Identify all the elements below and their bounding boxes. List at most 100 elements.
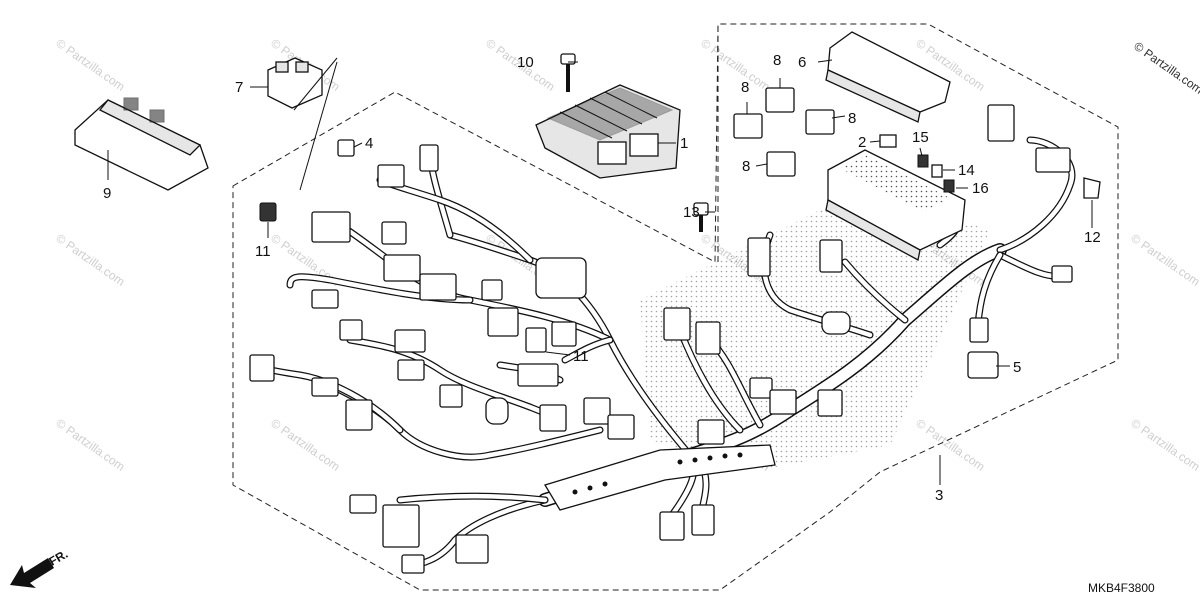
connector	[339, 319, 363, 341]
harness-connectors	[249, 104, 1073, 574]
callout-14: 14	[958, 162, 975, 179]
callout-13: 13	[683, 204, 700, 221]
connector	[663, 307, 691, 341]
watermark: © Partzilla.com	[53, 231, 127, 289]
watermark: © Partzilla.com	[698, 36, 772, 94]
fuse-box-cover	[825, 31, 951, 123]
callout-5: 5	[1013, 359, 1021, 376]
relay	[733, 87, 835, 177]
regulator-connector	[597, 141, 627, 165]
callout-6: 6	[798, 54, 806, 71]
callout-15: 15	[912, 129, 929, 146]
callout-11-left: 11	[255, 243, 271, 260]
connector	[749, 377, 773, 399]
callout-8-bottom: 8	[742, 158, 750, 175]
callout-9: 9	[103, 185, 111, 202]
connector	[311, 289, 339, 309]
clip	[259, 202, 277, 222]
connector	[659, 511, 685, 541]
watermark: © Partzilla.com	[53, 36, 127, 94]
bolt	[560, 53, 576, 92]
fuse-box	[825, 149, 966, 261]
connector	[821, 311, 851, 335]
connector	[583, 397, 611, 425]
regulator-connector	[629, 133, 659, 157]
front-direction-indicator: FR.	[10, 547, 70, 588]
connector	[987, 104, 1015, 142]
connector	[819, 239, 843, 273]
connector	[439, 384, 463, 408]
connector	[311, 377, 339, 397]
fuse	[943, 179, 955, 193]
callout-8-top: 8	[773, 52, 781, 69]
connector	[383, 254, 421, 282]
bolt	[693, 202, 709, 232]
connector	[817, 389, 843, 417]
connector	[1035, 147, 1071, 173]
clip	[1083, 177, 1101, 199]
watermark: © Partzilla.com	[268, 416, 342, 474]
watermark: © Partzilla.com	[53, 416, 127, 474]
watermark: © Partzilla.com	[1128, 231, 1200, 289]
connector	[349, 494, 377, 514]
connector	[455, 534, 489, 564]
connector	[607, 414, 635, 440]
connector	[969, 317, 989, 343]
clip	[967, 351, 999, 379]
connector	[695, 321, 721, 355]
connector	[535, 257, 587, 299]
fuse	[879, 134, 897, 148]
callouts: 1 2 3 4 5 6 7 8 8 8 8 9 10 11 11 12 13 1…	[103, 52, 1101, 504]
leader-lines	[107, 57, 1093, 485]
connector	[747, 237, 771, 277]
connector	[517, 363, 559, 387]
clip	[337, 139, 355, 157]
connector	[311, 211, 351, 243]
connector	[382, 504, 420, 548]
connector	[419, 144, 439, 172]
callout-10: 10	[517, 54, 534, 71]
connector	[1051, 265, 1073, 283]
bracket-holes	[572, 452, 743, 495]
callout-3: 3	[935, 487, 943, 504]
fuse	[917, 154, 929, 168]
connector	[345, 399, 373, 431]
connector	[691, 504, 715, 536]
connector	[377, 164, 405, 188]
connector	[539, 404, 567, 432]
connector	[485, 397, 509, 425]
callout-4: 4	[365, 135, 373, 152]
connector	[487, 307, 519, 337]
connector	[697, 419, 725, 445]
connector	[769, 389, 797, 415]
control-module	[74, 97, 209, 191]
connector	[401, 554, 425, 574]
clips	[259, 139, 1101, 379]
watermark: © Partzilla.com	[1128, 416, 1200, 474]
regulator-rectifier	[535, 84, 681, 179]
connector	[249, 354, 275, 382]
connector	[481, 279, 503, 301]
diagram-code: MKB4F3800	[1088, 581, 1155, 595]
copyright-text: © Partzilla.com	[1131, 39, 1200, 97]
callout-8-right: 8	[848, 110, 856, 127]
connector	[397, 359, 425, 381]
connector	[551, 321, 577, 347]
harness-bracket-plate	[544, 444, 776, 511]
callout-7: 7	[235, 79, 243, 96]
callout-11-center: 11	[573, 348, 589, 365]
connector	[419, 273, 457, 301]
callout-16: 16	[972, 180, 989, 197]
connector	[525, 327, 547, 353]
watermark: © Partzilla.com	[913, 416, 987, 474]
connector-holder	[267, 57, 323, 109]
callout-2: 2	[858, 134, 866, 151]
front-arrow-icon	[10, 558, 54, 588]
callout-8-left: 8	[741, 79, 749, 96]
shading-area	[640, 190, 990, 470]
connector	[394, 329, 426, 353]
fuses	[879, 134, 955, 193]
connector	[381, 221, 407, 245]
fuse	[931, 164, 943, 178]
